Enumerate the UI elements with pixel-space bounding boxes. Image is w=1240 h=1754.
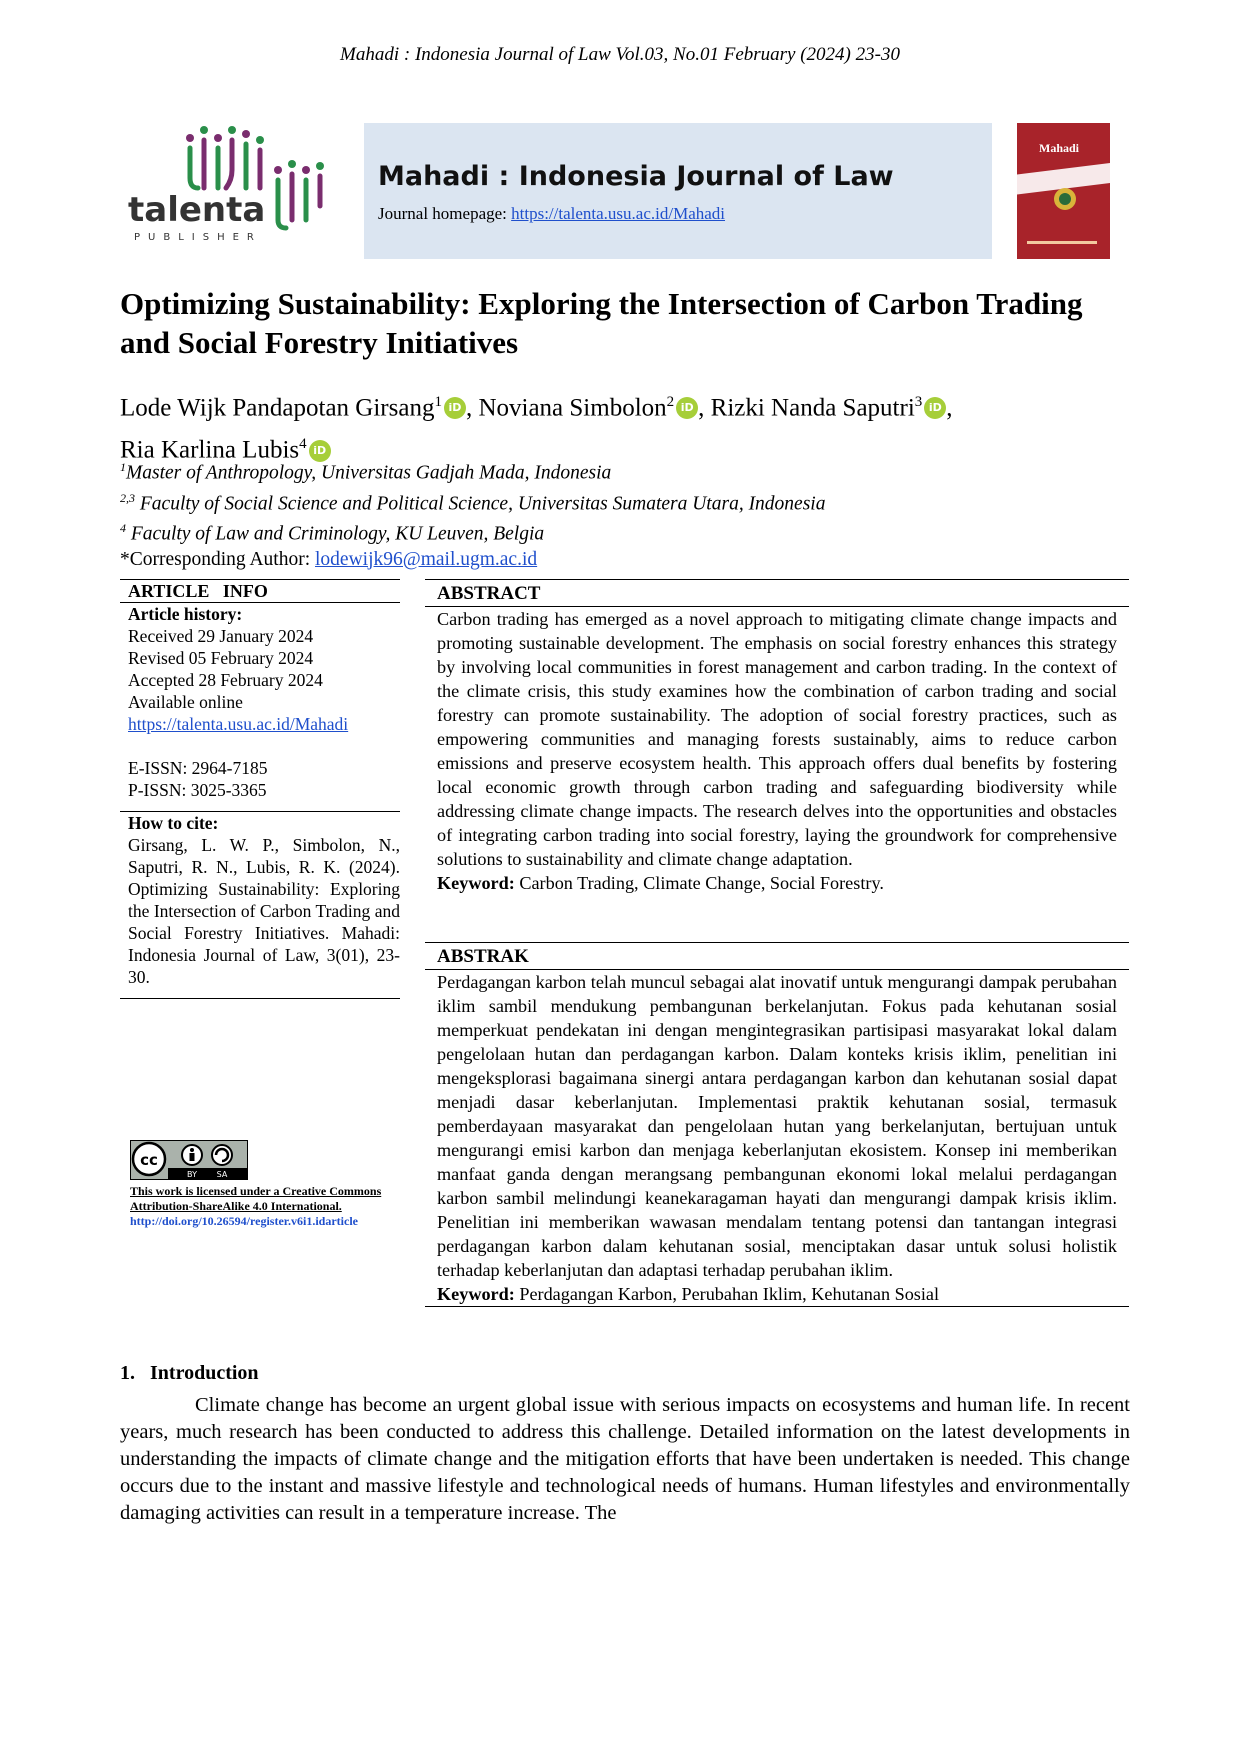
author-sup: 4 xyxy=(299,436,307,453)
affiliations: 1Master of Anthropology, Universitas Gad… xyxy=(120,455,1130,572)
citation-text: Girsang, L. W. P., Simbolon, N., Saputri… xyxy=(128,835,400,987)
affiliation-line: 1Master of Anthropology, Universitas Gad… xyxy=(120,455,1130,486)
affiliation-sup: 2,3 xyxy=(120,490,135,505)
journal-cover: Mahadi xyxy=(1013,123,1110,259)
journal-banner: Mahadi : Indonesia Journal of Law Journa… xyxy=(364,123,992,259)
affiliation-line: 2,3 Faculty of Social Science and Politi… xyxy=(120,486,1130,517)
abstract-text: Carbon trading has emerged as a novel ap… xyxy=(425,607,1129,895)
journal-homepage: Journal homepage: https://talenta.usu.ac… xyxy=(378,204,725,224)
author-name: Ria Karlina Lubis xyxy=(120,436,300,464)
talenta-publisher-logo: talenta PUBLISHER xyxy=(128,120,353,250)
doi-link[interactable]: http://doi.org/10.26594/register.v6i1.id… xyxy=(130,1214,358,1228)
author-name: Lode Wijk Pandapotan Girsang xyxy=(120,394,435,422)
license-block: cc BY SA This work is licensed under a C… xyxy=(130,1140,400,1229)
article-info-heading: ARTICLE INFO xyxy=(128,581,268,601)
introduction-text: Climate change has become an urgent glob… xyxy=(120,1394,1130,1524)
author-name: Rizki Nanda Saputri xyxy=(710,394,915,422)
abstrak-section: ABSTRAK Perdagangan karbon telah muncul … xyxy=(425,942,1129,1307)
article-info-column: ARTICLE INFO Article history: Received 2… xyxy=(120,579,400,999)
abstrak-text: Perdagangan karbon telah muncul sebagai … xyxy=(425,970,1129,1307)
introduction-heading: 1. Introduction xyxy=(120,1362,259,1384)
keyword-label: Keyword: xyxy=(437,1284,515,1304)
available-online: Available online xyxy=(128,692,243,712)
keyword-list: Carbon Trading, Climate Change, Social F… xyxy=(514,873,884,893)
abstract-keywords: Keyword: Carbon Trading, Climate Change,… xyxy=(437,871,1117,895)
revised-date: Revised 05 February 2024 xyxy=(128,648,314,668)
affiliation-sup: 1 xyxy=(120,460,126,474)
logo-word: talenta xyxy=(128,190,266,230)
abstrak-keywords: Keyword: Perdagangan Karbon, Perubahan I… xyxy=(437,1282,1117,1306)
corresponding-author: *Corresponding Author: lodewijk96@mail.u… xyxy=(120,547,1130,572)
keyword-label: Keyword: xyxy=(437,873,515,893)
cc-badge-sa-label: SA xyxy=(217,1170,228,1179)
abstrak-heading: ABSTRAK xyxy=(425,942,1129,970)
affiliation-line: 4 Faculty of Law and Criminology, KU Leu… xyxy=(120,516,1130,547)
orcid-icon[interactable]: iD xyxy=(443,397,466,420)
pissn: P-ISSN: 3025-3365 xyxy=(128,780,267,800)
author-sup: 1 xyxy=(434,394,442,410)
keyword-list: Perdagangan Karbon, Perubahan Iklim, Keh… xyxy=(514,1284,940,1304)
cover-title: Mahadi xyxy=(1039,141,1080,155)
article-history-label: Article history: xyxy=(128,604,243,624)
author-name: Noviana Simbolon xyxy=(478,394,667,422)
how-to-cite-heading: How to cite: xyxy=(128,813,219,833)
affiliation-text: Master of Anthropology, Universitas Gadj… xyxy=(126,462,612,484)
abstract-section: ABSTRACT Carbon trading has emerged as a… xyxy=(425,579,1129,895)
homepage-link[interactable]: https://talenta.usu.ac.id/Mahadi xyxy=(511,204,726,223)
affiliation-sup: 4 xyxy=(120,521,126,535)
abstract-body: Carbon trading has emerged as a novel ap… xyxy=(437,609,1117,869)
running-header: Mahadi : Indonesia Journal of Law Vol.03… xyxy=(340,44,900,65)
abstrak-body: Perdagangan karbon telah muncul sebagai … xyxy=(437,972,1117,1280)
accepted-date: Accepted 28 February 2024 xyxy=(128,670,323,690)
homepage-label: Journal homepage: xyxy=(378,204,512,223)
abstract-heading: ABSTRACT xyxy=(425,579,1129,607)
affiliation-text: Faculty of Law and Criminology, KU Leuve… xyxy=(126,523,545,545)
paper-title: Optimizing Sustainability: Exploring the… xyxy=(120,286,1083,360)
journal-title: Mahadi : Indonesia Journal of Law xyxy=(378,161,894,192)
logo-sub: PUBLISHER xyxy=(134,232,262,243)
cc-badge-by-label: BY xyxy=(187,1170,197,1179)
orcid-icon[interactable]: iD xyxy=(676,397,699,420)
cc-by-sa-badge-icon[interactable]: cc BY SA xyxy=(130,1140,248,1180)
author-sup: 2 xyxy=(666,394,675,410)
orcid-icon[interactable]: iD xyxy=(308,439,331,462)
talenta-logo-graphic xyxy=(186,126,324,231)
affiliation-text: Faculty of Social Science and Political … xyxy=(135,493,826,514)
eissn: E-ISSN: 2964-7185 xyxy=(128,758,268,778)
corresponding-email-link[interactable]: lodewijk96@mail.ugm.ac.id xyxy=(315,548,538,570)
article-url-link[interactable]: https://talenta.usu.ac.id/Mahadi xyxy=(128,714,349,734)
corresponding-label: *Corresponding Author: xyxy=(120,548,315,570)
received-date: Received 29 January 2024 xyxy=(128,626,314,646)
svg-text:cc: cc xyxy=(140,1151,158,1169)
author-sup: 3 xyxy=(914,394,923,410)
license-link[interactable]: This work is licensed under a Creative C… xyxy=(130,1184,382,1213)
orcid-icon[interactable]: iD xyxy=(924,397,947,420)
cover-image xyxy=(1013,123,1110,259)
